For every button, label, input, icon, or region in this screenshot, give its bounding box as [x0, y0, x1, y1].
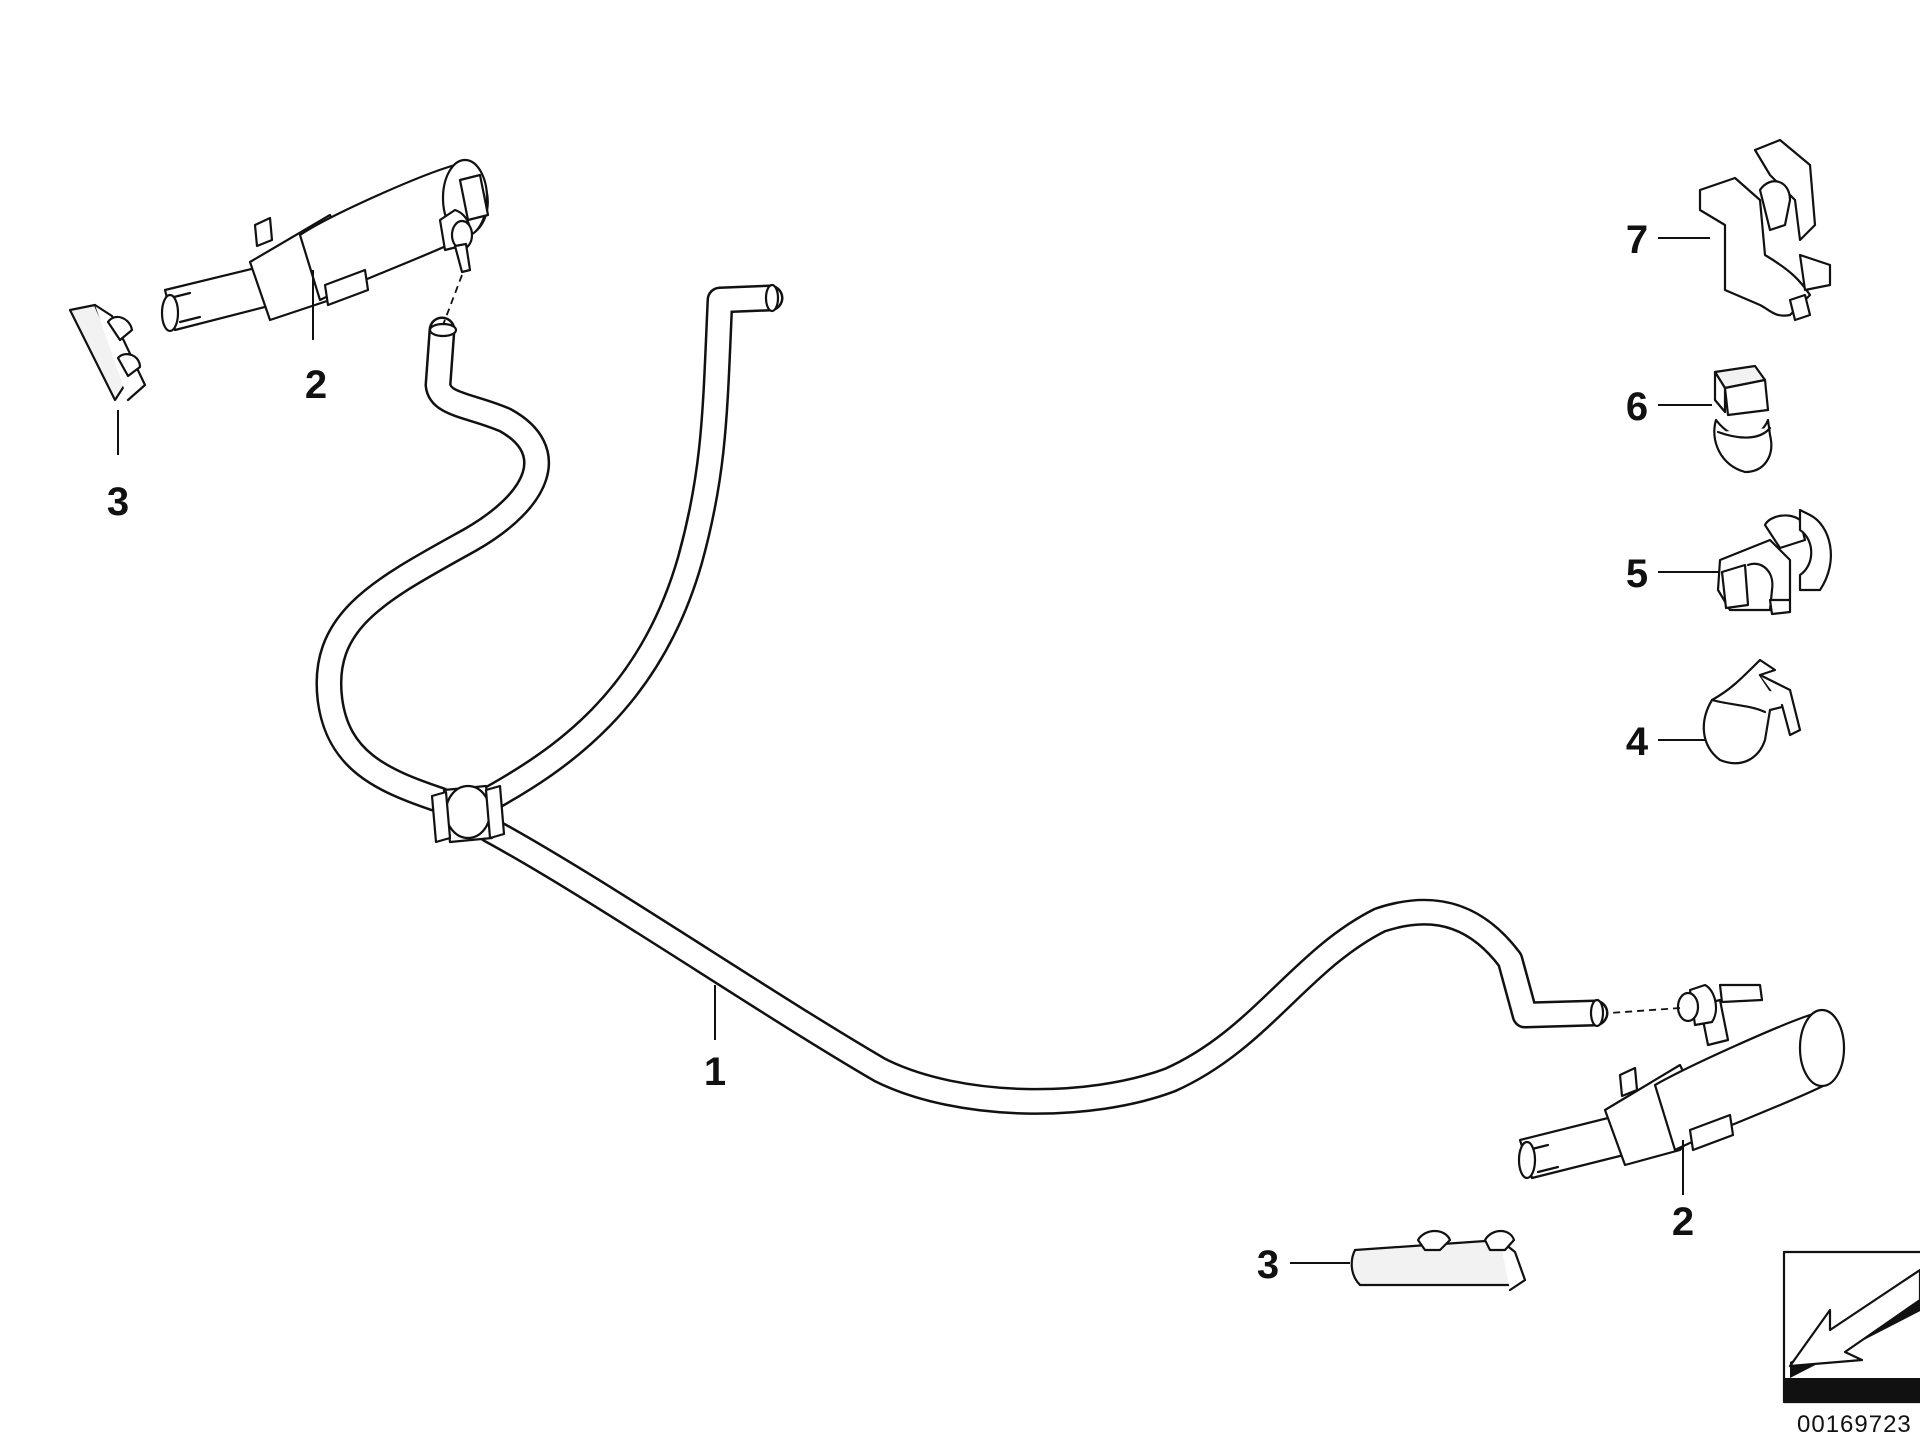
callout-pump-top: 2: [305, 363, 327, 407]
drawing-id: 00169723: [1797, 1411, 1912, 1438]
callout-clip-6: 6: [1626, 385, 1648, 429]
clip-5: 5: [1626, 508, 1832, 616]
callout-bracket-7: 7: [1626, 218, 1648, 262]
dashed-leader-top: [442, 274, 463, 326]
washer-pump-top: 2: [160, 158, 490, 407]
callout-nozzle-bottom: 3: [1257, 1243, 1279, 1287]
nozzle-cover-top: 3: [68, 303, 147, 524]
washer-pump-bottom: 2: [1517, 983, 1846, 1244]
hose-assembly: [315, 283, 1609, 1115]
callout-clip-4: 4: [1626, 720, 1649, 764]
callout-nozzle-top: 3: [107, 480, 129, 524]
nozzle-cover-bottom: 3: [1257, 1229, 1527, 1292]
callout-hose: 1: [704, 1050, 726, 1094]
bracket-7: 7: [1626, 138, 1832, 322]
dashed-leader-bottom: [1609, 1007, 1681, 1014]
callout-clip-5: 5: [1626, 552, 1648, 596]
callout-pump-bottom: 2: [1672, 1200, 1694, 1244]
clip-6: 6: [1626, 364, 1773, 474]
clip-4: 4: [1626, 658, 1802, 765]
orientation-arrow-icon: [1782, 1250, 1920, 1404]
